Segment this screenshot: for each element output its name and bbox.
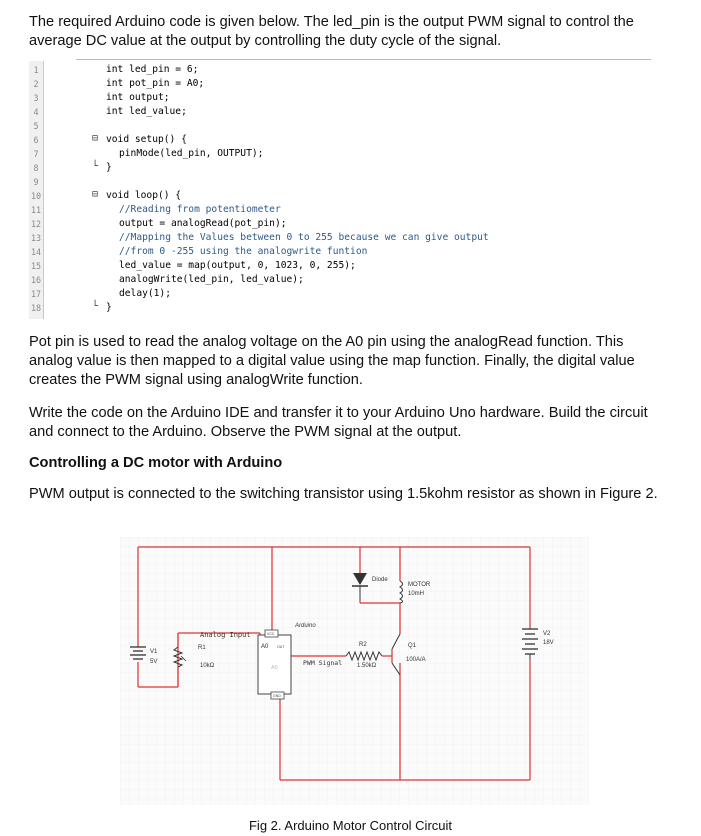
code-line: 3 int output;: [29, 91, 651, 105]
q1-value: 100A/A: [406, 657, 426, 663]
grid-background: [120, 537, 589, 805]
fold-end-icon: └: [92, 301, 99, 312]
motor-value: 10mH: [408, 591, 424, 597]
line-number: 2: [33, 79, 39, 89]
circuit-wires: [137, 546, 531, 781]
explanation-paragraph: Pot pin is used to read the analog volta…: [29, 334, 635, 388]
line-number: 1: [33, 65, 39, 75]
figure-caption: Fig 2. Arduino Motor Control Circuit: [248, 818, 453, 833]
line-number: 18: [30, 303, 42, 313]
code-line: 7 pinMode(led_pin, OUTPUT);: [29, 147, 651, 161]
code-line: 14 //from 0 -255 using the analogwrite fu…: [29, 245, 651, 259]
instruction-paragraph: Write the code on the Arduino IDE and tr…: [29, 405, 648, 440]
code-line: 10 void loop() {: [29, 189, 651, 203]
line-number: 16: [30, 275, 42, 285]
arduino-vcc-pin: VCC: [267, 632, 275, 636]
code-line: 4 int led_value;: [29, 105, 651, 119]
code-line: 16 analogWrite(led_pin, led_value);: [29, 273, 651, 287]
line-number: 4: [33, 107, 39, 117]
fold-end-icon: └: [92, 161, 99, 172]
line-number: 3: [33, 93, 39, 103]
line-number: 15: [30, 261, 42, 271]
arduino-out-pin: OUT: [277, 645, 285, 649]
fold-collapse-icon[interactable]: ⊟: [92, 189, 99, 200]
code-line: 18}: [29, 301, 651, 315]
code-listing: 1 int led_pin = 6; 2 int pot_pin = A0; 3 int …: [29, 59, 651, 322]
intro-paragraph: The required Arduino code is given below…: [29, 14, 634, 49]
r1-label: R1: [198, 645, 206, 651]
v2-label: V2: [543, 631, 551, 637]
potentiometer-r1-symbol: R1 10kΩ: [172, 645, 215, 669]
code-line: 5: [29, 119, 651, 133]
section-heading: Controlling a DC motor with Arduino: [29, 455, 283, 471]
diode-label: Diode: [372, 577, 388, 583]
v2-value: 18V: [543, 640, 554, 646]
code-line: 2 int pot_pin = A0;: [29, 77, 651, 91]
code-text: void loop() {: [106, 190, 182, 201]
arduino-label: Arduino: [294, 623, 316, 629]
code-line: 1 int led_pin = 6;: [29, 63, 651, 77]
battery-v1-symbol: V1 5V: [130, 646, 158, 665]
line-number: 5: [33, 121, 39, 131]
transistor-q1-symbol: Q1 100A/A: [391, 633, 426, 676]
code-line: 17 delay(1);: [29, 287, 651, 301]
code-line: 6 void setup() {: [29, 133, 651, 147]
code-text: }: [106, 162, 112, 173]
code-line: 13 //Mapping the Values between 0 to 255 …: [29, 231, 651, 245]
pwm-signal-label: PWM Signal: [303, 659, 342, 667]
line-number-gutter: [29, 61, 44, 319]
code-text: void setup() {: [106, 134, 187, 145]
line-number: 13: [30, 233, 42, 243]
arduino-faint-label: A0: [271, 665, 278, 671]
code-text: analogWrite(led_pin, led_value);: [119, 274, 304, 285]
arduino-block: VCC GND Arduino A0 OUT A0: [257, 623, 316, 700]
motor-label: MOTOR: [408, 582, 431, 588]
figure-intro-paragraph: PWM output is connected to the switching…: [29, 486, 658, 502]
code-text: pinMode(led_pin, OUTPUT);: [119, 148, 264, 159]
line-number: 6: [33, 135, 39, 145]
code-text: //Mapping the Values between 0 to 255 be…: [119, 232, 489, 243]
q1-label: Q1: [408, 643, 417, 649]
line-number: 14: [30, 247, 42, 257]
code-text: //from 0 -255 using the analogwrite funt…: [119, 246, 368, 257]
circuit-schematic: Diode MOTOR 10mH VCC GND Arduino A0 OUT …: [120, 537, 589, 805]
arduino-a0-pin: A0: [261, 644, 269, 650]
code-text: delay(1);: [119, 288, 171, 299]
line-number: 11: [30, 205, 42, 215]
r2-value: 1.50kΩ: [357, 663, 377, 669]
code-text: int output;: [106, 92, 170, 103]
line-number: 9: [33, 177, 39, 187]
motor-inductor-symbol: MOTOR 10mH: [399, 580, 431, 604]
fold-collapse-icon[interactable]: ⊟: [92, 133, 99, 144]
v1-label: V1: [150, 649, 158, 655]
battery-v2-symbol: V2 18V: [522, 628, 554, 659]
code-line: 8}: [29, 161, 651, 175]
line-number: 12: [30, 219, 42, 229]
circuit-figure: Diode MOTOR 10mH VCC GND Arduino A0 OUT …: [120, 537, 589, 805]
arduino-gnd-pin: GND: [273, 694, 281, 698]
code-text: int led_pin = 6;: [106, 64, 199, 75]
code-top-rule: [76, 59, 651, 60]
code-text: output = analogRead(pot_pin);: [119, 218, 287, 229]
code-text: //Reading from potentiometer: [119, 204, 281, 215]
code-line: 15 led_value = map(output, 0, 1023, 0, 25…: [29, 259, 651, 273]
r1-value: 10kΩ: [200, 663, 215, 669]
code-line: 12 output = analogRead(pot_pin);: [29, 217, 651, 231]
v1-value: 5V: [150, 659, 157, 665]
code-text: led_value = map(output, 0, 1023, 0, 255)…: [119, 260, 356, 271]
line-number: 8: [33, 163, 39, 173]
line-number: 17: [30, 289, 42, 299]
diode-symbol: Diode: [352, 573, 388, 599]
code-text: }: [106, 302, 112, 313]
analog-input-label: Analog Input: [200, 631, 251, 639]
resistor-r2-symbol: R2 PWM Signal 1.50kΩ: [303, 642, 383, 669]
code-line: 11 //Reading from potentiometer: [29, 203, 651, 217]
code-text: int pot_pin = A0;: [106, 78, 205, 89]
code-text: int led_value;: [106, 106, 187, 117]
line-number: 7: [33, 149, 39, 159]
line-number: 10: [30, 191, 42, 201]
r2-label: R2: [359, 642, 367, 648]
code-line: 9: [29, 175, 651, 189]
